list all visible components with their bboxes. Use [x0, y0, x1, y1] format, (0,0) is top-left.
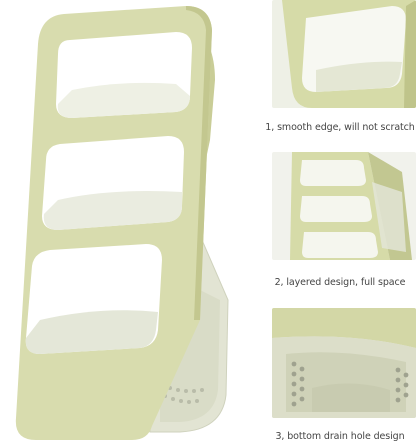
caption-drain-hole: 3, bottom drain hole design [275, 431, 405, 442]
thumbnail-layered-design [272, 152, 416, 260]
drain-holes-closeup [291, 361, 409, 407]
caption-layered-design: 2, layered design, full space [274, 277, 406, 288]
caption-smooth-edge: 1, smooth edge, will not scratch [265, 122, 415, 133]
thumbnail-drain-hole [272, 308, 416, 418]
thumbnail-smooth-edge [272, 0, 416, 108]
product-main-image [15, 6, 229, 440]
